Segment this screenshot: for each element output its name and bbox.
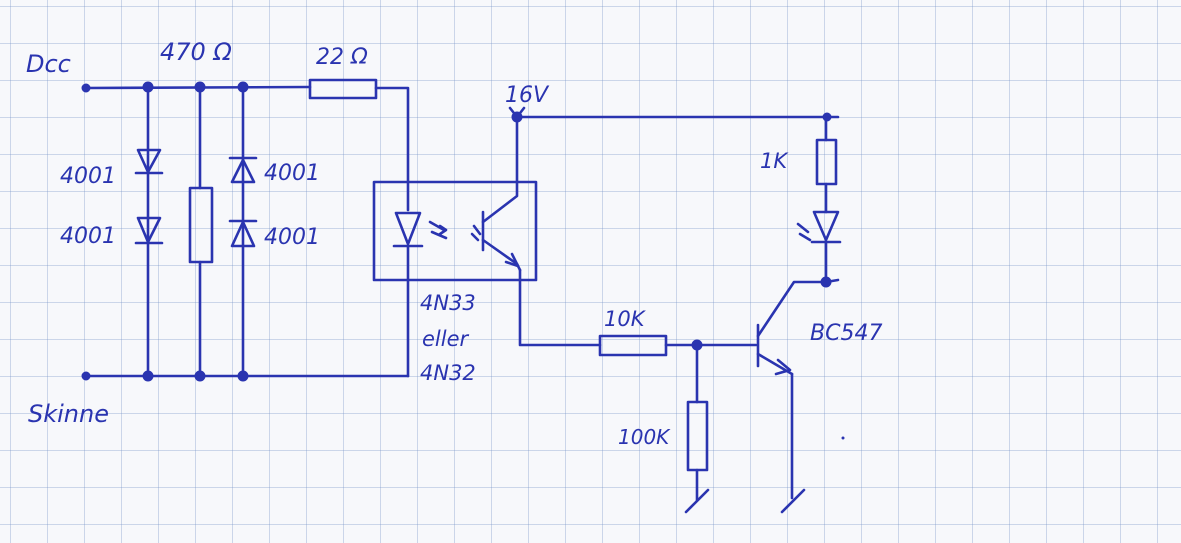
diode-4001-top-left bbox=[134, 148, 164, 175]
rail-16v-tick bbox=[508, 106, 526, 119]
resistor-100k bbox=[686, 400, 709, 472]
label-100k: 100K bbox=[618, 425, 671, 449]
label-470-ohm: 470 Ω bbox=[160, 38, 232, 66]
label-opto-3: 4N32 bbox=[420, 361, 476, 385]
resistor-22-ohm bbox=[308, 78, 378, 100]
diode-4001-top-right bbox=[228, 156, 258, 184]
indicator-led bbox=[796, 210, 842, 244]
input-wires bbox=[83, 85, 410, 378]
label-bc547: BC547 bbox=[810, 321, 882, 346]
label-diode-2: 4001 bbox=[60, 224, 116, 249]
optocoupler-led bbox=[392, 211, 448, 378]
label-1k: 1K bbox=[760, 149, 789, 173]
ground-symbol-100k bbox=[684, 488, 710, 514]
resistor-470-ohm bbox=[188, 186, 214, 264]
label-opto-1: 4N33 bbox=[420, 291, 476, 315]
label-diode-4: 4001 bbox=[264, 225, 320, 250]
label-10k: 10K bbox=[604, 307, 647, 331]
label-opto-2: eller bbox=[422, 327, 470, 351]
label-16v: 16V bbox=[505, 83, 550, 108]
label-22-ohm: 22 Ω bbox=[316, 45, 368, 70]
transistor-bc547 bbox=[756, 280, 828, 514]
diode-4001-bottom-right bbox=[228, 219, 258, 248]
label-diode-1: 4001 bbox=[60, 164, 116, 189]
wire-opto-emitter bbox=[518, 268, 602, 347]
label-dcc: Dcc bbox=[26, 50, 71, 78]
resistor-1k bbox=[815, 138, 838, 186]
diode-4001-bottom-left bbox=[134, 216, 164, 245]
optocoupler-phototransistor bbox=[470, 115, 522, 272]
wire-to-led bbox=[374, 86, 410, 212]
label-diode-3: 4001 bbox=[264, 161, 320, 186]
resistor-10k bbox=[598, 334, 668, 357]
optocoupler-box bbox=[372, 180, 538, 282]
label-skinne: Skinne bbox=[28, 400, 109, 428]
